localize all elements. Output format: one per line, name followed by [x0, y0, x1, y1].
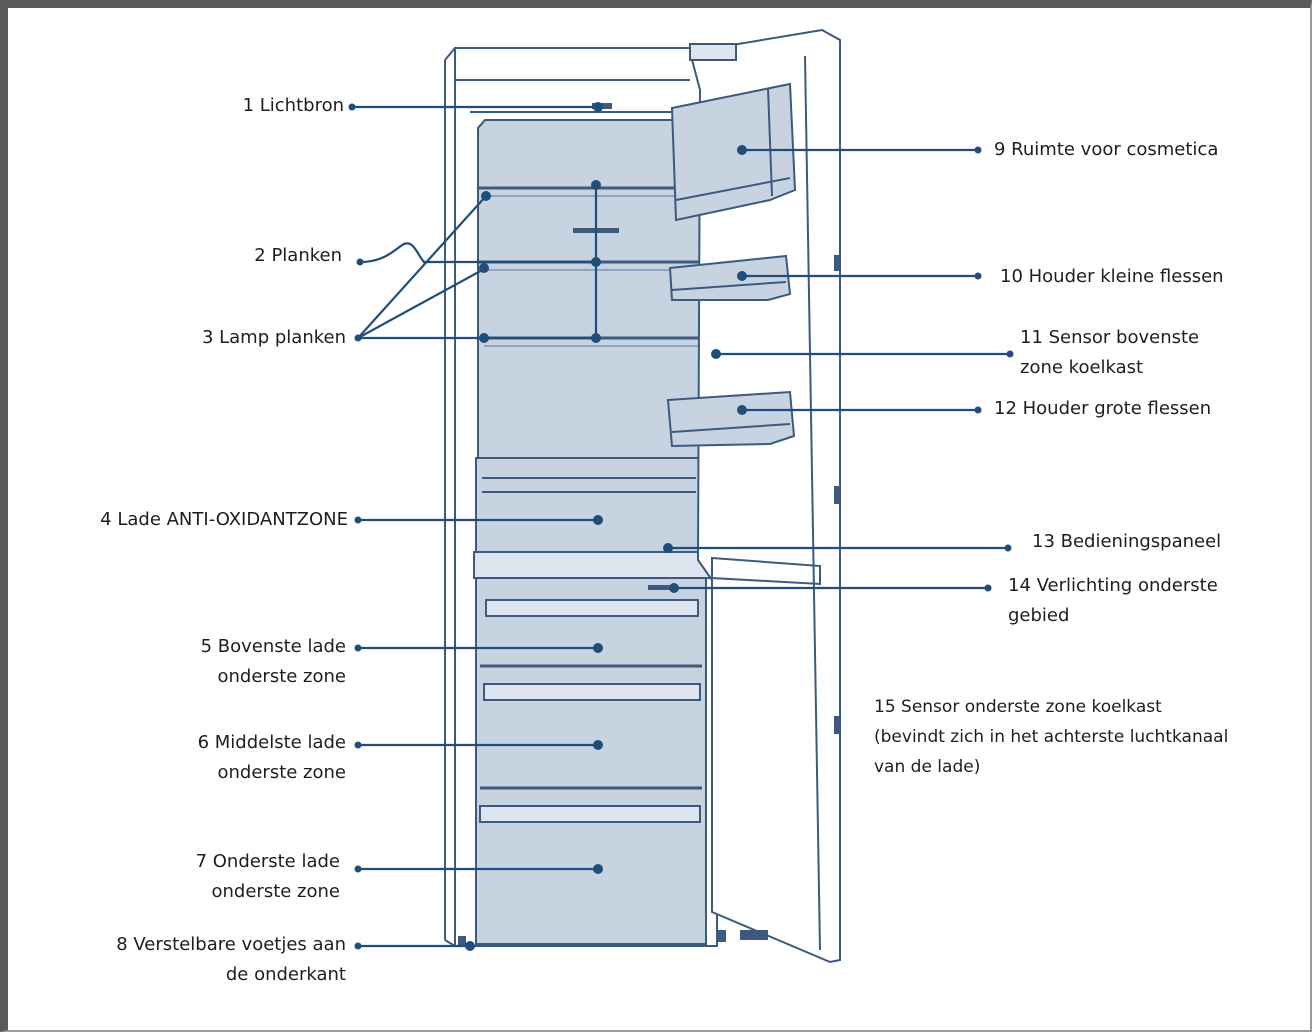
label-1: 1 Lichtbron [243, 91, 344, 121]
label-4-text: 4 Lade ANTI-OXIDANTZONE [100, 509, 348, 530]
label-14-line-1: 14 Verlichting onderste [1008, 575, 1218, 596]
label-5-line-2: onderste zone [217, 666, 347, 687]
label-4: 4 Lade ANTI-OXIDANTZONE [100, 505, 348, 535]
label-6-line-2: onderste zone [217, 762, 347, 783]
label-10-text: 10 Houder kleine flessen [1000, 266, 1224, 287]
label-7-line-1: 7 Onderste lade [195, 851, 340, 872]
label-13-text: 13 Bedieningspaneel [1032, 531, 1222, 552]
leader-3a [357, 195, 487, 339]
label-6: 6 Middelste lade onderste zone [198, 728, 346, 788]
label-11-line-1: 11 Sensor bovenste [1020, 327, 1200, 348]
label-5-line-1: 5 Bovenste lade [200, 636, 346, 657]
leader-3b [357, 267, 487, 339]
leader-dots [348, 102, 1014, 951]
label-3-text: 3 Lamp planken [201, 327, 346, 348]
label-9: 9 Ruimte voor cosmetica [994, 135, 1218, 165]
label-15-line-3: van de lade) [874, 757, 981, 777]
leader-2 [359, 242, 598, 264]
small-bottle-holder [668, 254, 792, 301]
label-15: 15 Sensor onderste zone koelkast (bevind… [874, 692, 1228, 782]
lower-zone [475, 577, 707, 945]
anti-oxidant-drawer [473, 457, 719, 579]
upper-compartment [477, 103, 701, 459]
label-14-line-2: gebied [1008, 605, 1070, 626]
large-bottle-holder [666, 390, 796, 448]
label-8-line-1: 8 Verstelbare voetjes aan [116, 934, 346, 955]
label-11-line-2: zone koelkast [1020, 357, 1144, 378]
adjustable-feet [458, 930, 726, 946]
label-7: 7 Onderste lade onderste zone [196, 847, 340, 907]
label-10: 10 Houder kleine flessen [1000, 262, 1224, 292]
label-1-text: 1 Lichtbron [242, 95, 344, 116]
label-15-line-2: (bevindt zich in het achterste luchtkana… [874, 727, 1229, 747]
leader-lines [352, 105, 1010, 948]
label-14: 14 Verlichting onderste gebied [1008, 571, 1218, 631]
label-12-text: 12 Houder grote flessen [994, 398, 1212, 419]
label-11: 11 Sensor bovenste zone koelkast [1020, 323, 1199, 383]
label-8-line-2: de onderkant [225, 964, 346, 985]
label-12: 12 Houder grote flessen [994, 394, 1211, 424]
label-6-line-1: 6 Middelste lade [197, 732, 346, 753]
label-9-text: 9 Ruimte voor cosmetica [994, 139, 1219, 160]
label-7-line-2: onderste zone [211, 881, 341, 902]
label-2: 2 Planken [254, 241, 342, 271]
label-8: 8 Verstelbare voetjes aan de onderkant [116, 930, 346, 990]
label-3: 3 Lamp planken [202, 323, 346, 353]
label-2-text: 2 Planken [254, 245, 342, 266]
label-15-line-1: 15 Sensor onderste zone koelkast [874, 697, 1162, 717]
label-13: 13 Bedieningspaneel [1032, 527, 1221, 557]
label-5: 5 Bovenste lade onderste zone [201, 632, 346, 692]
cosmetics-compartment [670, 82, 797, 222]
